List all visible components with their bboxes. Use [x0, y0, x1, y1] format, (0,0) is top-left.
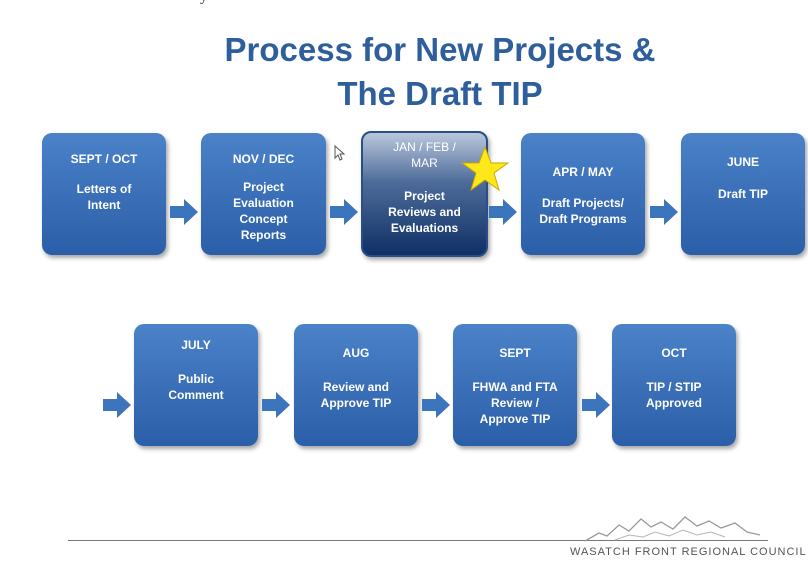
- step-nov-dec: NOV / DEC Project Evaluation Concept Rep…: [201, 133, 326, 255]
- step-apr-may: APR / MAY Draft Projects/ Draft Programs: [521, 133, 645, 255]
- step-period: JUNE: [726, 155, 759, 169]
- mouse-pointer-icon: [334, 145, 346, 161]
- step-period: NOV / DEC: [232, 152, 295, 166]
- step-june: JUNE Draft TIP: [681, 133, 805, 255]
- arrow-right-icon: [262, 392, 290, 418]
- step-description: Letters of Intent: [76, 182, 132, 212]
- step-sept: SEPT FHWA and FTA Review / Approve TIP: [453, 324, 577, 446]
- step-description: Public Comment: [168, 372, 224, 402]
- mountain-logo-icon: [585, 516, 760, 542]
- arrow-right-icon: [170, 199, 198, 225]
- step-description: Review and Approve TIP: [320, 380, 392, 410]
- organization-name: WASATCH FRONT REGIONAL COUNCIL: [570, 546, 807, 558]
- arrow-right-icon: [582, 392, 610, 418]
- step-description: FHWA and FTA Review / Approve TIP: [472, 380, 558, 426]
- step-description: Project Evaluation Concept Reports: [233, 180, 294, 242]
- step-period: APR / MAY: [552, 165, 614, 179]
- step-july: JULY Public Comment: [134, 324, 258, 446]
- step-period: AUG: [342, 346, 370, 360]
- step-jan-feb-mar: JAN / FEB / MAR Project Reviews and Eval…: [361, 131, 488, 257]
- arrow-right-icon: [489, 199, 517, 225]
- star-icon: [461, 146, 509, 192]
- step-description: TIP / STIP Approved: [645, 380, 702, 410]
- top-fragment-text: y: [200, 0, 208, 6]
- step-oct: OCT TIP / STIP Approved: [612, 324, 736, 446]
- step-description: Project Reviews and Evaluations: [388, 189, 461, 235]
- step-period: OCT: [661, 346, 687, 360]
- step-description: Draft TIP: [717, 187, 768, 201]
- arrow-right-icon: [422, 392, 450, 418]
- arrow-right-icon: [650, 199, 678, 225]
- arrow-right-icon: [103, 392, 131, 418]
- slide-title: Process for New Projects & The Draft TIP: [130, 28, 750, 116]
- title-line-1: Process for New Projects &: [224, 31, 656, 68]
- step-period: SEPT / OCT: [70, 152, 138, 166]
- step-period: JAN / FEB / MAR: [393, 140, 456, 170]
- step-aug: AUG Review and Approve TIP: [294, 324, 418, 446]
- step-description: Draft Projects/ Draft Programs: [539, 196, 627, 226]
- arrow-right-icon: [330, 199, 358, 225]
- step-period: SEPT: [499, 346, 531, 360]
- footer-divider: [68, 540, 768, 541]
- step-sept-oct: SEPT / OCT Letters of Intent: [42, 133, 166, 255]
- step-period: JULY: [181, 338, 211, 352]
- title-line-2: The Draft TIP: [337, 75, 543, 112]
